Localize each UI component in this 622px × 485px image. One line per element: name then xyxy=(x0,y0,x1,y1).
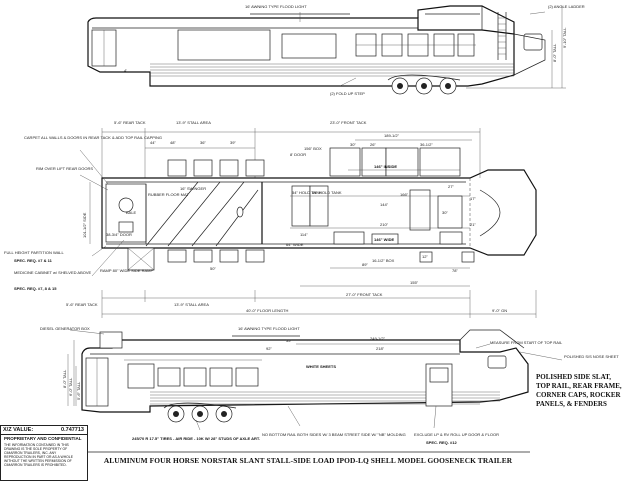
dim-114: 114" xyxy=(300,232,308,237)
box-16-dim: 16-1/2" BOX xyxy=(372,258,395,263)
top-exterior-view: 16' AWNING TYPE FLOOD LIGHT (2) ANGLE LA… xyxy=(87,4,585,96)
box-dim: 156" BOX xyxy=(304,146,322,151)
measure-note: MEASURE FROM START OF TOP RAIL xyxy=(490,340,563,345)
bale-note: BALE xyxy=(126,210,137,215)
rim-note: RIM OVER LIFT REAR DOORS xyxy=(36,166,93,171)
features-note: POLISHED SIDE SLAT, TOP RAIL, REAR FRAME… xyxy=(536,373,622,409)
dim-30: 30" xyxy=(350,142,356,147)
dim-17: 17" xyxy=(470,196,476,201)
floor-length-dim: 40'-0" FLOOR LENGTH xyxy=(246,308,289,313)
stall-area-dim-bottom: 13'-9" STALL AREA xyxy=(174,302,209,307)
spec-req-c: SPEC. REQ. #12 xyxy=(426,440,457,445)
hold-tank-a: 54" HOLD TANK xyxy=(292,190,322,195)
height-dim-b: 8'-0" TALL xyxy=(552,43,557,62)
spec-req-a: SPEC. REQ. #7 & 11 xyxy=(14,258,53,263)
dim-27: 27" xyxy=(448,184,454,189)
rubber-mat-note: RUBBER FLOOR MAT xyxy=(148,192,189,197)
gn-dim: 9'-0" GN xyxy=(492,308,507,313)
nose-sheet-note: POLISHED S/S NOSE SHEET xyxy=(564,354,619,359)
rear-tack-dim: 5'-6" REAR TACK xyxy=(114,120,146,125)
dim-36: 36" xyxy=(200,140,206,145)
dim-48: 48" xyxy=(170,140,176,145)
stall-area-dim: 13'-9" STALL AREA xyxy=(176,120,211,125)
dim-144: 144" xyxy=(380,202,389,207)
xz-label: X/Z VALUE: xyxy=(3,427,34,433)
dim-36-half: 36-1/2" xyxy=(420,142,433,147)
tall-dim-a: 8'-0" TALL xyxy=(62,369,67,388)
white-sheets-note: WHITE SHEETS xyxy=(306,364,336,369)
dim-92: 92" xyxy=(266,346,272,351)
tall-dim-c: 5'-6" TALL xyxy=(76,381,81,400)
height-dim-a: 9'-10" TALL xyxy=(562,27,567,48)
partition-note: FULL HEIGHT PARTITION WALL xyxy=(4,250,64,255)
dim-78: 78" xyxy=(452,268,458,273)
wide-64-dim: 64" WIDE xyxy=(286,242,304,247)
step-note: (2) FOLD UP STEP xyxy=(330,91,365,96)
awning-note: 16' AWNING TYPE FLOOD LIGHT xyxy=(245,4,307,9)
dim-26: 26" xyxy=(370,142,376,147)
dim-30-b: 30" xyxy=(442,210,448,215)
dim-39: 39" xyxy=(230,140,236,145)
features-line: CORNER CAPS, ROCKER xyxy=(536,391,621,399)
dim-12: 12" xyxy=(422,254,428,259)
spec-req-b: SPEC. REQ. #7, 8 & 15 xyxy=(14,286,57,291)
dim-55: 55" xyxy=(286,338,292,343)
dim-21: 21" xyxy=(470,222,476,227)
dim-210: 210" xyxy=(380,222,389,227)
tall-dim-b: 6'-0" TALL xyxy=(68,377,73,396)
door-note: 38-3/4" DOOR xyxy=(106,232,132,237)
side-exterior-view: DIESEL GENERATOR BOX 16' AWNING TYPE FLO… xyxy=(40,326,619,445)
side-dim: 101-1/2" SIDE xyxy=(82,212,87,238)
wide-dim: 146" WIDE xyxy=(374,237,394,242)
door-8-dim: 8' DOOR xyxy=(290,152,306,157)
front-tack-dim: 23'-0" FRONT TACK xyxy=(330,120,367,125)
floor-plan-view: 5'-6" REAR TACK 13'-9" STALL AREA 23'-0"… xyxy=(4,120,537,318)
dim-89: 89" xyxy=(362,262,368,267)
dim-218: 218" xyxy=(376,346,385,351)
inside-dim: 146" INSIDE xyxy=(374,164,397,169)
dim-189: 189-1/2" xyxy=(384,133,400,138)
title-block: X/Z VALUE: 0.747713 PROPRIETARY AND CONF… xyxy=(0,425,88,481)
ramp-note: RAMP 80" WIDE SIDE RAMP xyxy=(100,268,153,273)
features-line: POLISHED SIDE SLAT, xyxy=(536,373,612,381)
dim-44: 44" xyxy=(150,140,156,145)
drawing-title: ALUMINUM FOUR HORSE NORSTAR SLANT STALL-… xyxy=(103,456,513,465)
carpet-note: CARPET ALL WALLS & DOORS IN REAR TACK & … xyxy=(24,135,162,140)
tires-note: 245/70 R 17.5" TIRES - AIR RIDE - 10K W/… xyxy=(132,436,260,441)
awning-note-side: 16' AWNING TYPE FLOOD LIGHT xyxy=(238,326,300,331)
hold-tank-b: 54" HOLD TANK xyxy=(312,190,342,195)
generator-note: DIESEL GENERATOR BOX xyxy=(40,326,90,331)
dim-50: 50" xyxy=(210,266,216,271)
medicine-note: MEDICINE CABINET w/ SHELVED ABOVE xyxy=(14,270,92,275)
features-line: PANELS, & FENDERS xyxy=(536,400,607,408)
proprietary-text: THE INFORMATION CONTAINED IN THIS DRAWIN… xyxy=(4,443,73,467)
dim-166: 166" xyxy=(400,192,409,197)
rear-tack-dim-bottom: 5'-6" REAR TACK xyxy=(66,302,98,307)
lp-door-note: EXCLUDE LP & RV ROLL UP DOOR & FLOOR xyxy=(414,432,499,437)
bottom-rail-note: NO BOTTOM RAIL BOTH SIDES W/ 3 BEAM STRE… xyxy=(262,432,406,437)
height-dim-c: 4' xyxy=(124,68,127,73)
xz-row: X/Z VALUE: 0.747713 xyxy=(1,426,87,435)
swinger-note: 16" SWINGER xyxy=(180,186,206,191)
xz-value: 0.747713 xyxy=(61,427,84,433)
dim-249: 249-1/2" xyxy=(370,336,386,341)
features-line: TOP RAIL, REAR FRAME, xyxy=(536,382,622,390)
front-tack-dim-bottom: 27'-0" FRONT TACK xyxy=(346,292,383,297)
ladder-note: (2) ANGLE LADDER xyxy=(548,4,585,9)
proprietary-title: PROPRIETARY AND CONFIDENTIAL xyxy=(4,436,82,441)
dim-155: 155" xyxy=(410,280,419,285)
